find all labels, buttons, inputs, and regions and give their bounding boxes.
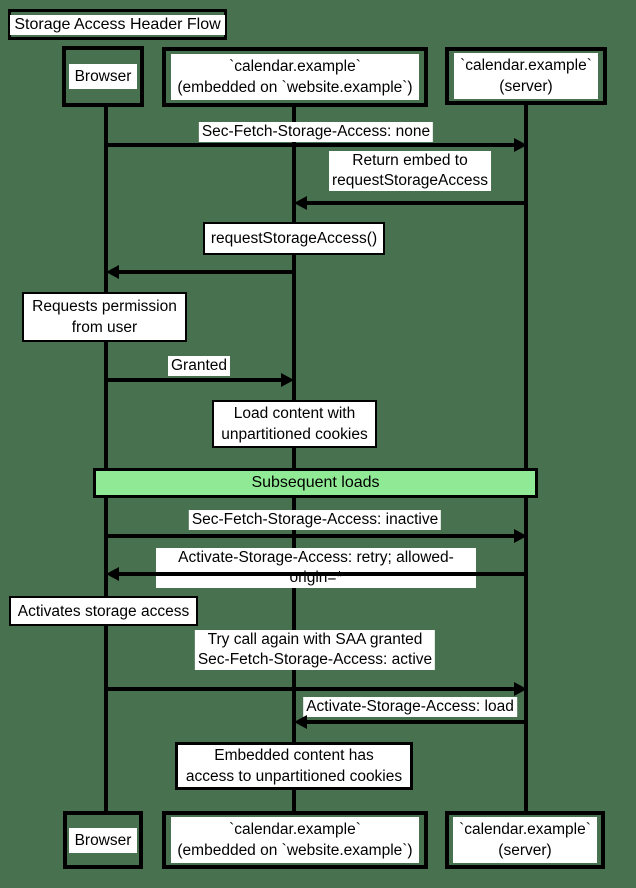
message-arrow-activate-retry	[118, 572, 527, 576]
participant-embedded-label: `calendar.example` (embedded on `website…	[171, 54, 419, 100]
participant-embedded-label: `calendar.example` (embedded on `website…	[171, 817, 419, 863]
message-label-activate-load: Activate-Storage-Access: load	[303, 697, 517, 717]
message-arrow-activate-load	[306, 720, 527, 724]
arrowhead-right	[514, 529, 527, 543]
message-arrow-granted	[106, 378, 282, 382]
lifeline-embedded	[292, 106, 296, 811]
participant-server-label: `calendar.example` (server)	[453, 817, 597, 863]
participant-server-top: `calendar.example` (server)	[445, 47, 607, 105]
arrowhead-right	[281, 373, 294, 387]
participant-browser-label: Browser	[68, 827, 138, 853]
diagram-title-box: Storage Access Header Flow	[8, 9, 227, 40]
participant-server-bottom: `calendar.example` (server)	[445, 811, 605, 869]
note-request-storage-access: requestStorageAccess()	[203, 222, 385, 255]
note-load-content: Load content with unpartitioned cookies	[212, 400, 377, 448]
message-label-try-again: Try call again with SAA granted Sec-Fetc…	[194, 630, 436, 670]
participant-server-label: `calendar.example` (server)	[454, 53, 598, 99]
participant-browser-top: Browser	[62, 46, 144, 107]
lifeline-server	[524, 104, 528, 811]
message-label-sec-fetch-none: Sec-Fetch-Storage-Access: none	[198, 122, 434, 142]
arrowhead-right	[514, 682, 527, 696]
note-embedded-access: Embedded content has access to unpartiti…	[175, 742, 413, 790]
section-label: Subsequent loads	[251, 474, 380, 491]
note-activates-storage: Activates storage access	[9, 596, 198, 626]
message-arrow-sec-fetch-inactive	[106, 534, 515, 538]
message-label-activate-retry: Activate-Storage-Access: retry; allowed-…	[156, 548, 476, 588]
section-subsequent-loads: Subsequent loads	[93, 468, 538, 498]
lifeline-browser	[104, 106, 108, 811]
message-arrow-try-again	[106, 687, 515, 691]
arrowhead-left	[294, 196, 307, 210]
message-arrow-return-embed	[306, 201, 527, 205]
note-requests-permission: Requests permission from user	[22, 292, 187, 342]
message-label-return-embed: Return embed to requestStorageAccess	[329, 151, 491, 191]
arrowhead-left	[294, 715, 307, 729]
message-arrow-sec-fetch-none	[106, 143, 515, 147]
arrowhead-left	[106, 265, 119, 279]
message-label-sec-fetch-inactive: Sec-Fetch-Storage-Access: inactive	[188, 510, 442, 530]
participant-embedded-top: `calendar.example` (embedded on `website…	[162, 47, 428, 107]
arrowhead-left	[106, 567, 119, 581]
diagram-title: Storage Access Header Flow	[10, 14, 225, 35]
message-label-granted: Granted	[167, 356, 231, 376]
participant-browser-bottom: Browser	[63, 811, 143, 869]
message-arrow-request-storage-access	[118, 270, 294, 274]
participant-browser-label: Browser	[68, 64, 138, 89]
participant-embedded-bottom: `calendar.example` (embedded on `website…	[162, 811, 428, 869]
arrowhead-right	[514, 138, 527, 152]
